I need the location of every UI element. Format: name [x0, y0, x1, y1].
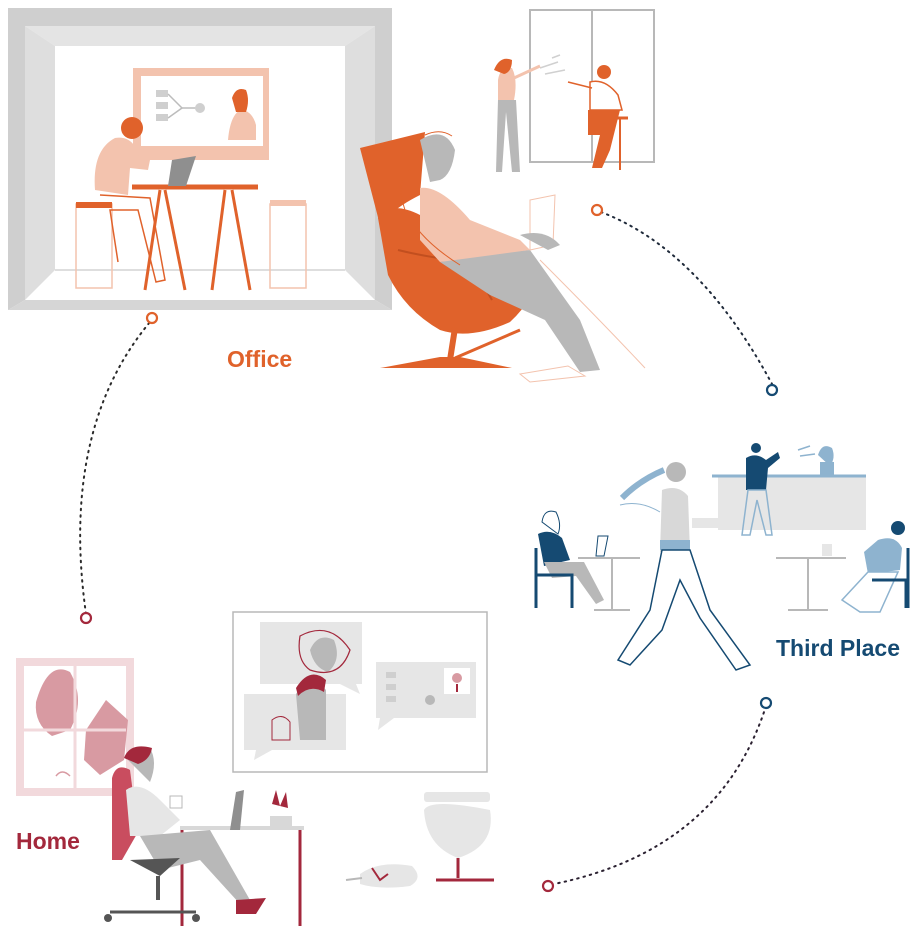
- cafe-left-table-person: [534, 510, 640, 611]
- walking-person-with-coffee: [616, 462, 752, 671]
- video-call-panel: [232, 611, 488, 773]
- home-scene: [16, 611, 494, 926]
- dotted-connectors: [79, 211, 773, 885]
- node-home-in: [541, 879, 555, 893]
- office-video-screen: [133, 68, 269, 160]
- connector-third-place-to-home: [553, 705, 767, 885]
- home-person-in-chair: [104, 746, 266, 922]
- sleeping-cat: [345, 864, 418, 888]
- connector-office-to-third-place: [600, 211, 773, 385]
- cafe-counter: [712, 474, 866, 530]
- node-office-start: [590, 203, 604, 217]
- connector-home-to-office: [79, 321, 151, 615]
- lounge-egg-chair: [424, 792, 494, 882]
- connector-nodes: [79, 203, 779, 893]
- node-third-place-in: [765, 383, 779, 397]
- node-third-place-out: [759, 696, 773, 710]
- office-whiteboard-scene: [494, 9, 655, 172]
- cafe-right-table-person: [776, 521, 910, 613]
- office-table-and-stools: [75, 184, 307, 291]
- office-room-frame: [8, 8, 392, 310]
- home-window: [16, 658, 134, 796]
- third-place-scene: [534, 443, 910, 671]
- office-person-lounging: [400, 131, 646, 383]
- cafe-person-behind-counter: [797, 445, 834, 476]
- office-person-laptop: [94, 117, 196, 283]
- office-scene: [8, 8, 655, 383]
- office-label: Office: [227, 346, 293, 372]
- barista-person: [741, 443, 780, 536]
- node-office-in: [145, 311, 159, 325]
- third-place-label: Third Place: [776, 635, 900, 661]
- node-home-out: [79, 611, 93, 625]
- home-label: Home: [16, 828, 80, 854]
